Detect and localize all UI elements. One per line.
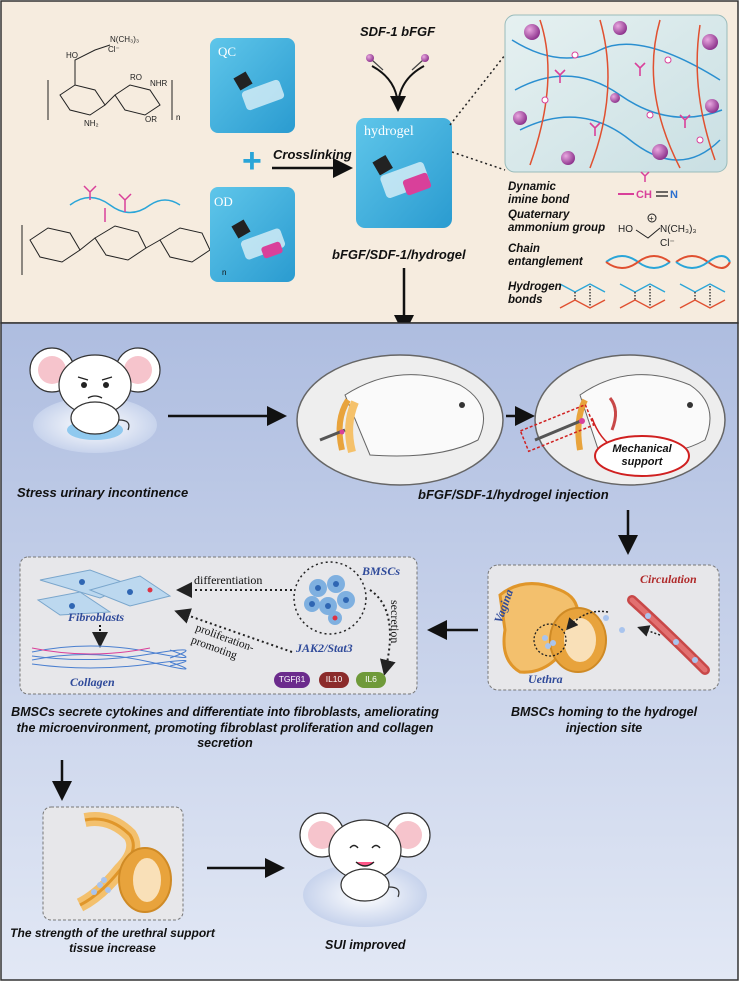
- legend-hydrogen-bonds: Hydrogen bonds: [508, 281, 562, 307]
- fibroblasts-label: Fibroblasts: [68, 610, 125, 624]
- improved-caption: SUI improved: [325, 938, 406, 952]
- il10-pill: [319, 672, 349, 688]
- tgfb1-pill: [274, 672, 310, 688]
- svg-text:N(CH₃)₃: N(CH₃)₃: [660, 224, 696, 235]
- happy-mouse-illustration: [299, 812, 431, 927]
- secrete-caption: BMSCs secrete cytokines and differentiat…: [11, 705, 439, 751]
- bmsc-differentiation-panel: [19, 556, 418, 695]
- svg-text:HO: HO: [618, 224, 633, 235]
- mechanical-support-bubble: [594, 435, 690, 477]
- mouse-anatomy-ellipse: [296, 354, 504, 486]
- od-vial-photo: [210, 187, 295, 282]
- crosslinking-label: Crosslinking: [273, 147, 352, 162]
- jak-stat-label: JAK2/Stat3: [296, 641, 353, 655]
- legend-imine-bond: Dynamic imine bond: [508, 181, 570, 207]
- qc-repeat-n: n: [176, 113, 181, 122]
- imine-bond-icon: CH N: [618, 171, 678, 201]
- svg-text:+: +: [649, 214, 654, 223]
- circulation-label: Circulation: [640, 572, 697, 586]
- qc-vial-photo: [210, 38, 295, 133]
- il6-pill: [356, 672, 386, 688]
- il6-label: IL6: [365, 674, 377, 684]
- legend-quaternary-ammonium: Quaternary ammonium group: [508, 209, 606, 235]
- il10-label: IL10: [325, 674, 343, 684]
- injection-caption: bFGF/SDF-1/hydrogel injection: [418, 487, 609, 502]
- collagen-label: Collagen: [70, 675, 115, 689]
- qc-vial-label: QC: [218, 44, 237, 59]
- secretion-label: secretion: [388, 600, 402, 644]
- collagen-fibers: [31, 645, 187, 670]
- svg-text:N(CH₃)₃: N(CH₃)₃: [110, 35, 139, 44]
- hydrogel-network-inset: [504, 14, 728, 173]
- hydrogen-bonds-icon: [559, 283, 726, 309]
- plus-sign: +: [242, 142, 262, 180]
- hydrogel-vial-photo: [356, 118, 452, 228]
- od-repeat-n: n: [222, 268, 227, 277]
- growth-factors-label: SDF-1 bFGF: [360, 24, 436, 39]
- sad-mouse-illustration: [29, 347, 161, 453]
- growth-factor-icons: [366, 54, 429, 112]
- proliferation-arrow: [174, 608, 293, 653]
- fibroblast-cells: [36, 569, 172, 616]
- svg-text:OR: OR: [145, 115, 157, 124]
- hydrogel-vial-label: hydrogel: [364, 124, 414, 139]
- svg-text:Cl⁻: Cl⁻: [108, 45, 120, 54]
- hydrogel-name-label: bFGF/SDF-1/hydrogel: [332, 247, 466, 262]
- qc-chemical-structure: HO N(CH₃)₃ Cl⁻ NH₂ NHR RO OR: [47, 35, 173, 128]
- bmsc-cluster: [293, 561, 367, 635]
- bmsc-homing-panel: [487, 564, 720, 691]
- urethra-label: Uethra: [528, 672, 563, 686]
- homing-caption: BMSCs homing to the hydrogel injection s…: [510, 705, 698, 735]
- differentiation-label: differentiation: [194, 573, 263, 587]
- strength-caption: The strength of the urethral support tis…: [10, 926, 215, 955]
- quaternary-ammonium-icon: HO N(CH₃)₃ Cl⁻ +: [618, 213, 696, 249]
- svg-text:RO: RO: [130, 73, 142, 82]
- zoom-line-bottom: [451, 151, 506, 171]
- secretion-arrow: [369, 589, 396, 676]
- od-vial-label: OD: [214, 194, 233, 209]
- legend-chain-entanglement: Chain entanglement: [508, 243, 583, 269]
- svg-text:NH₂: NH₂: [84, 119, 99, 128]
- sui-caption: Stress urinary incontinence: [17, 485, 189, 500]
- urethral-support-panel: [42, 806, 184, 921]
- mechanical-support-label: Mechanical support: [612, 443, 672, 468]
- chain-entanglement-icon: [605, 255, 731, 269]
- tgfb1-label: TGFβ1: [278, 674, 306, 684]
- od-chemical-structure: [21, 185, 219, 275]
- bmscs-label: BMSCs: [362, 564, 401, 578]
- svg-text:HO: HO: [66, 51, 78, 60]
- svg-text:Cl⁻: Cl⁻: [660, 238, 675, 249]
- svg-text:NHR: NHR: [150, 79, 168, 88]
- svg-text:N: N: [670, 189, 678, 201]
- svg-text:CH: CH: [636, 189, 652, 201]
